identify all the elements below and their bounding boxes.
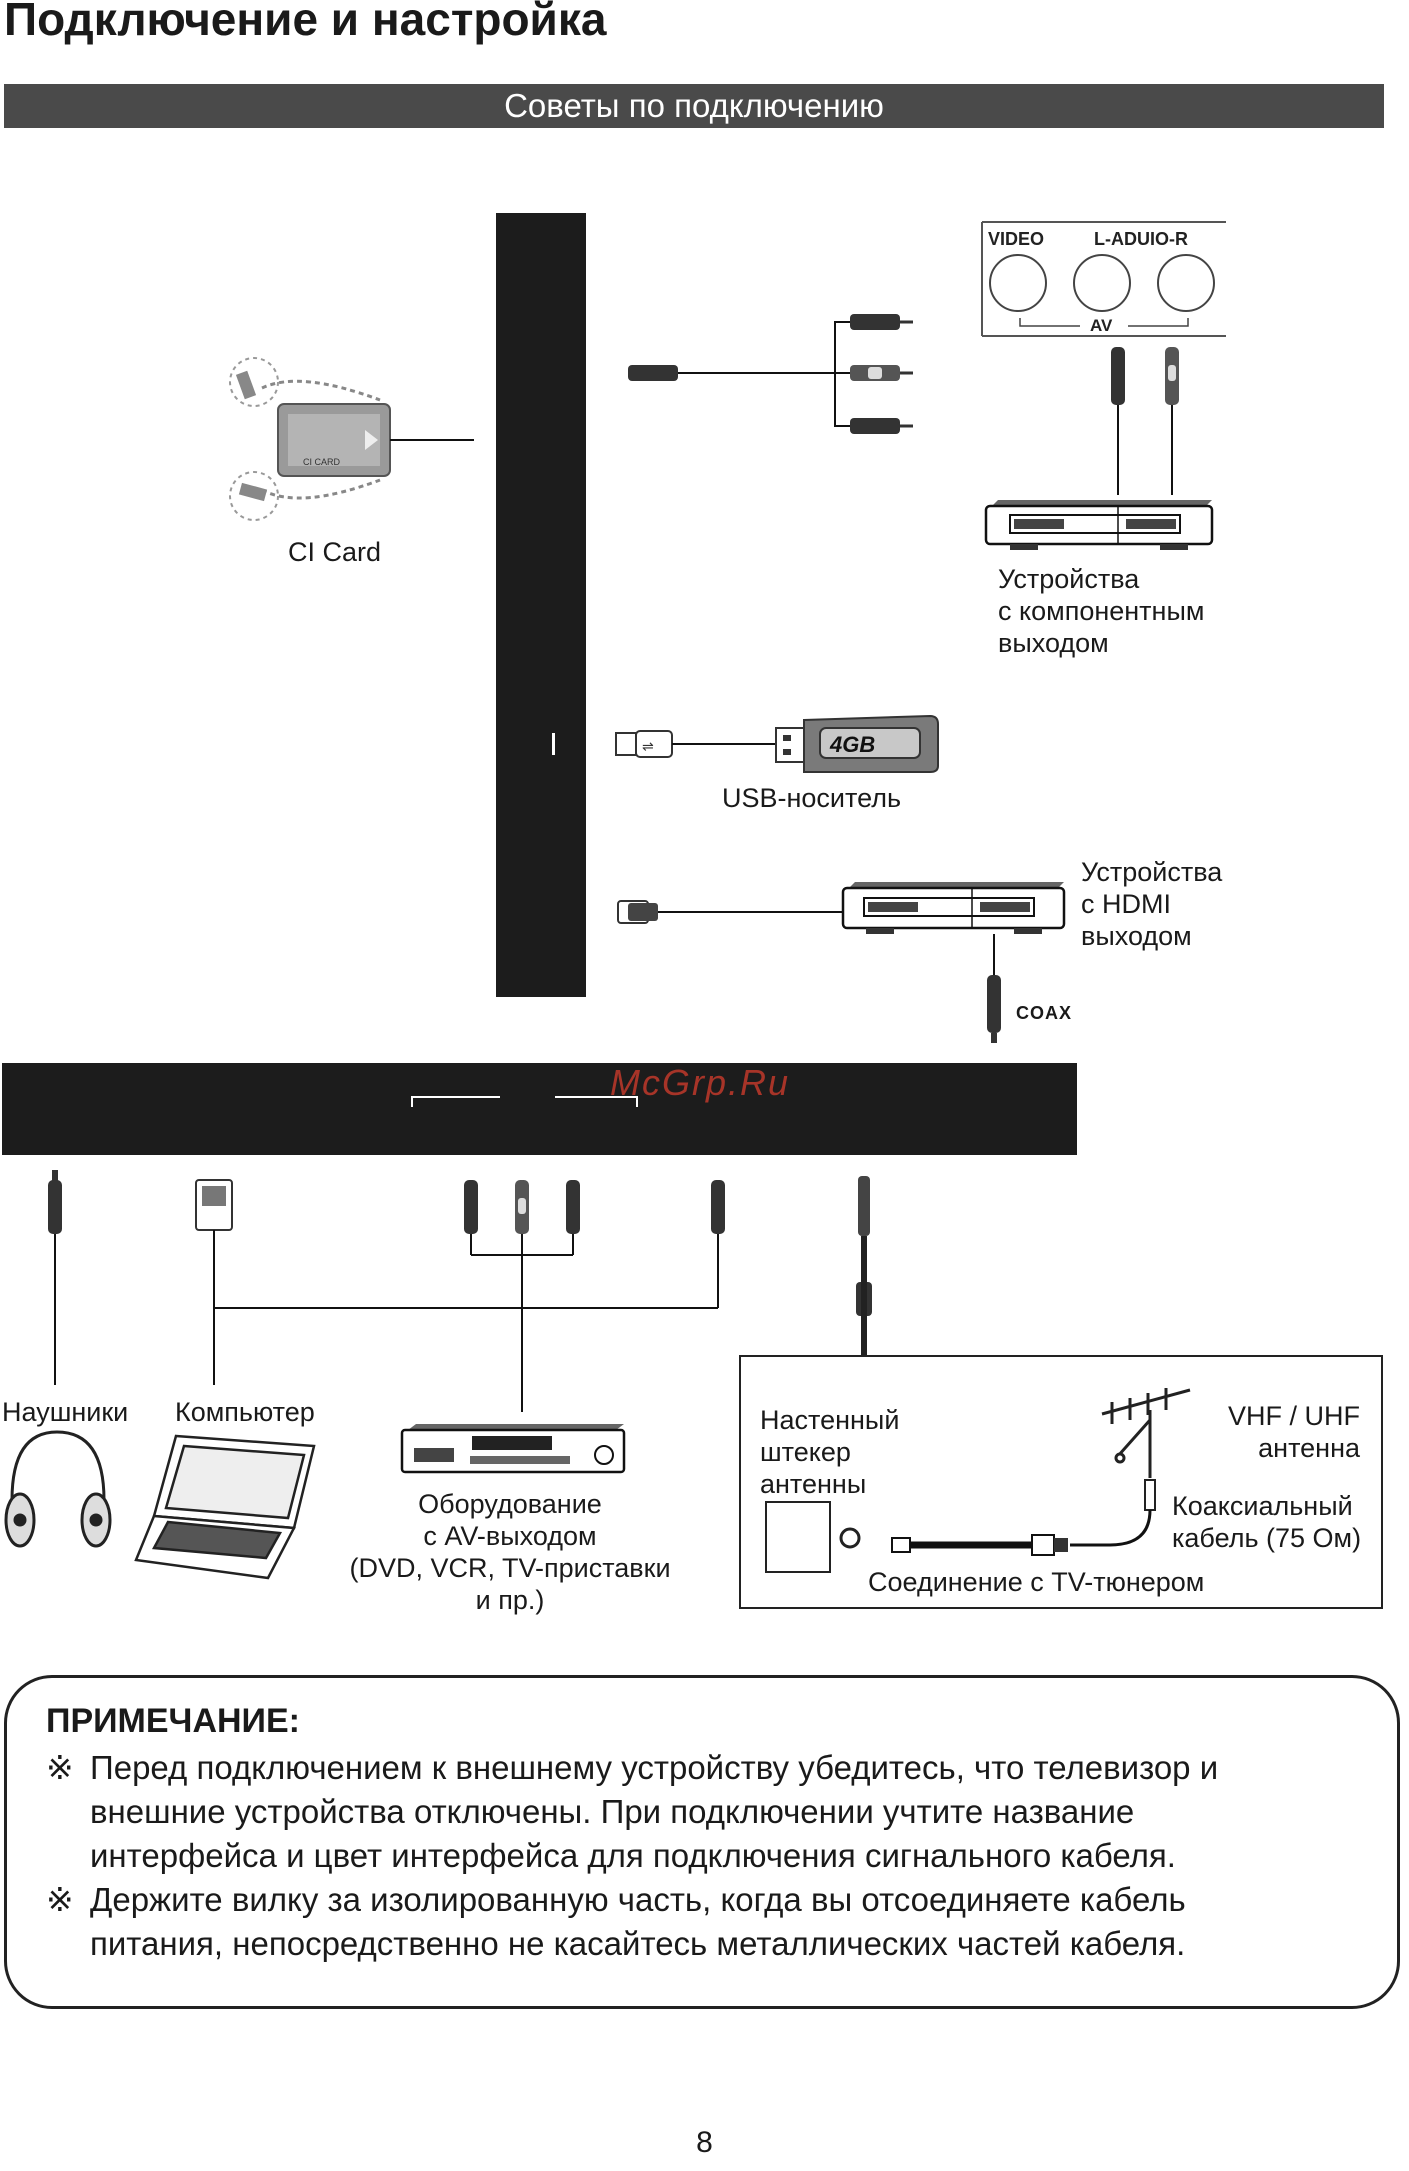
av-equipment-icon (400, 1424, 626, 1474)
note-box (4, 1675, 1400, 2009)
antenna-label: VHF / UHF антенна (1228, 1401, 1360, 1463)
headphones-label: Наушники (2, 1397, 129, 1427)
hdmi-device-icon (617, 882, 1066, 1043)
usb-storage-label: USB-носитель (722, 783, 902, 813)
note-text-line: Держите вилку за изолированную часть, ко… (90, 1881, 1186, 1918)
ci-card-icon: CI CARD (229, 357, 474, 521)
note-text-line: Перед подключением к внешнему устройству… (90, 1749, 1219, 1786)
laptop-icon (134, 1434, 316, 1580)
page-number: 8 (696, 2126, 713, 2159)
page-title: Подключение и настройка (4, 0, 607, 45)
svg-text:⇌: ⇌ (642, 739, 654, 755)
connection-diagram: CI CARD VIDEO L-ADUIO-R AV (2, 213, 1383, 1609)
tv-side-panel (496, 213, 586, 997)
ci-card-label: CI Card (288, 537, 382, 567)
svg-text:VIDEO: VIDEO (988, 229, 1044, 249)
coax-cable-label: Коаксиальный кабель (75 Ом) (1172, 1491, 1362, 1553)
headphones-icon (4, 1430, 112, 1548)
component-device-label: Устройства с компонентным выходом (998, 564, 1205, 658)
hdmi-device-label: Устройства с HDMI выходом (1081, 857, 1223, 951)
note-bullet-icon: ※ (46, 1881, 74, 1918)
tuner-connection-label: Соединение с TV-тюнером (868, 1567, 1205, 1597)
antenna-icon (1101, 1388, 1191, 1511)
port-marker-right (555, 1096, 638, 1107)
wall-plug-icon (765, 1501, 831, 1573)
av-equipment-label: Оборудование с AV-выходом (DVD, VCR, TV-… (349, 1489, 671, 1615)
port-marker-left (411, 1096, 500, 1107)
svg-text:CI CARD: CI CARD (303, 457, 341, 467)
svg-text:L-ADUIO-R: L-ADUIO-R (1094, 229, 1188, 249)
antenna-box (739, 1355, 1383, 1609)
note-title: ПРИМЕЧАНИЕ: (46, 1702, 300, 1740)
note-text-line: питания, непосредственно не касайтесь ме… (90, 1925, 1186, 1962)
bottom-connectors (48, 1170, 872, 1412)
component-cable-icon (628, 314, 913, 434)
computer-label: Компьютер (175, 1397, 315, 1427)
section-header: Советы по подключению (4, 84, 1384, 128)
watermark: McGrp.Ru (610, 1062, 791, 1103)
svg-text:AV: AV (1090, 316, 1113, 335)
note-text-line: внешние устройства отключены. При подклю… (90, 1793, 1135, 1830)
usb-port-marker (552, 733, 555, 755)
coax-label: COAX (1016, 1003, 1073, 1023)
note-bullet-icon: ※ (46, 1749, 74, 1786)
wall-plug-label: Настенный штекер антенны (760, 1405, 900, 1499)
coax-cable-icon (891, 1509, 1152, 1556)
note-item: ※ Держите вилку за изолированную часть, к… (46, 1878, 1366, 1966)
note-item: ※ Перед подключением к внешнему устройств… (46, 1746, 1366, 1878)
svg-text:4GB: 4GB (829, 732, 875, 757)
usb-drive-icon: ⇌ 4GB (615, 714, 939, 773)
note-text-line: интерфейса и цвет интерфейса для подключ… (90, 1837, 1176, 1874)
tv-bottom-panel (2, 1063, 1077, 1155)
component-device-icon (984, 500, 1214, 550)
av-input-panel: VIDEO L-ADUIO-R AV (981, 221, 1226, 495)
wall-socket-icon (839, 1527, 861, 1549)
